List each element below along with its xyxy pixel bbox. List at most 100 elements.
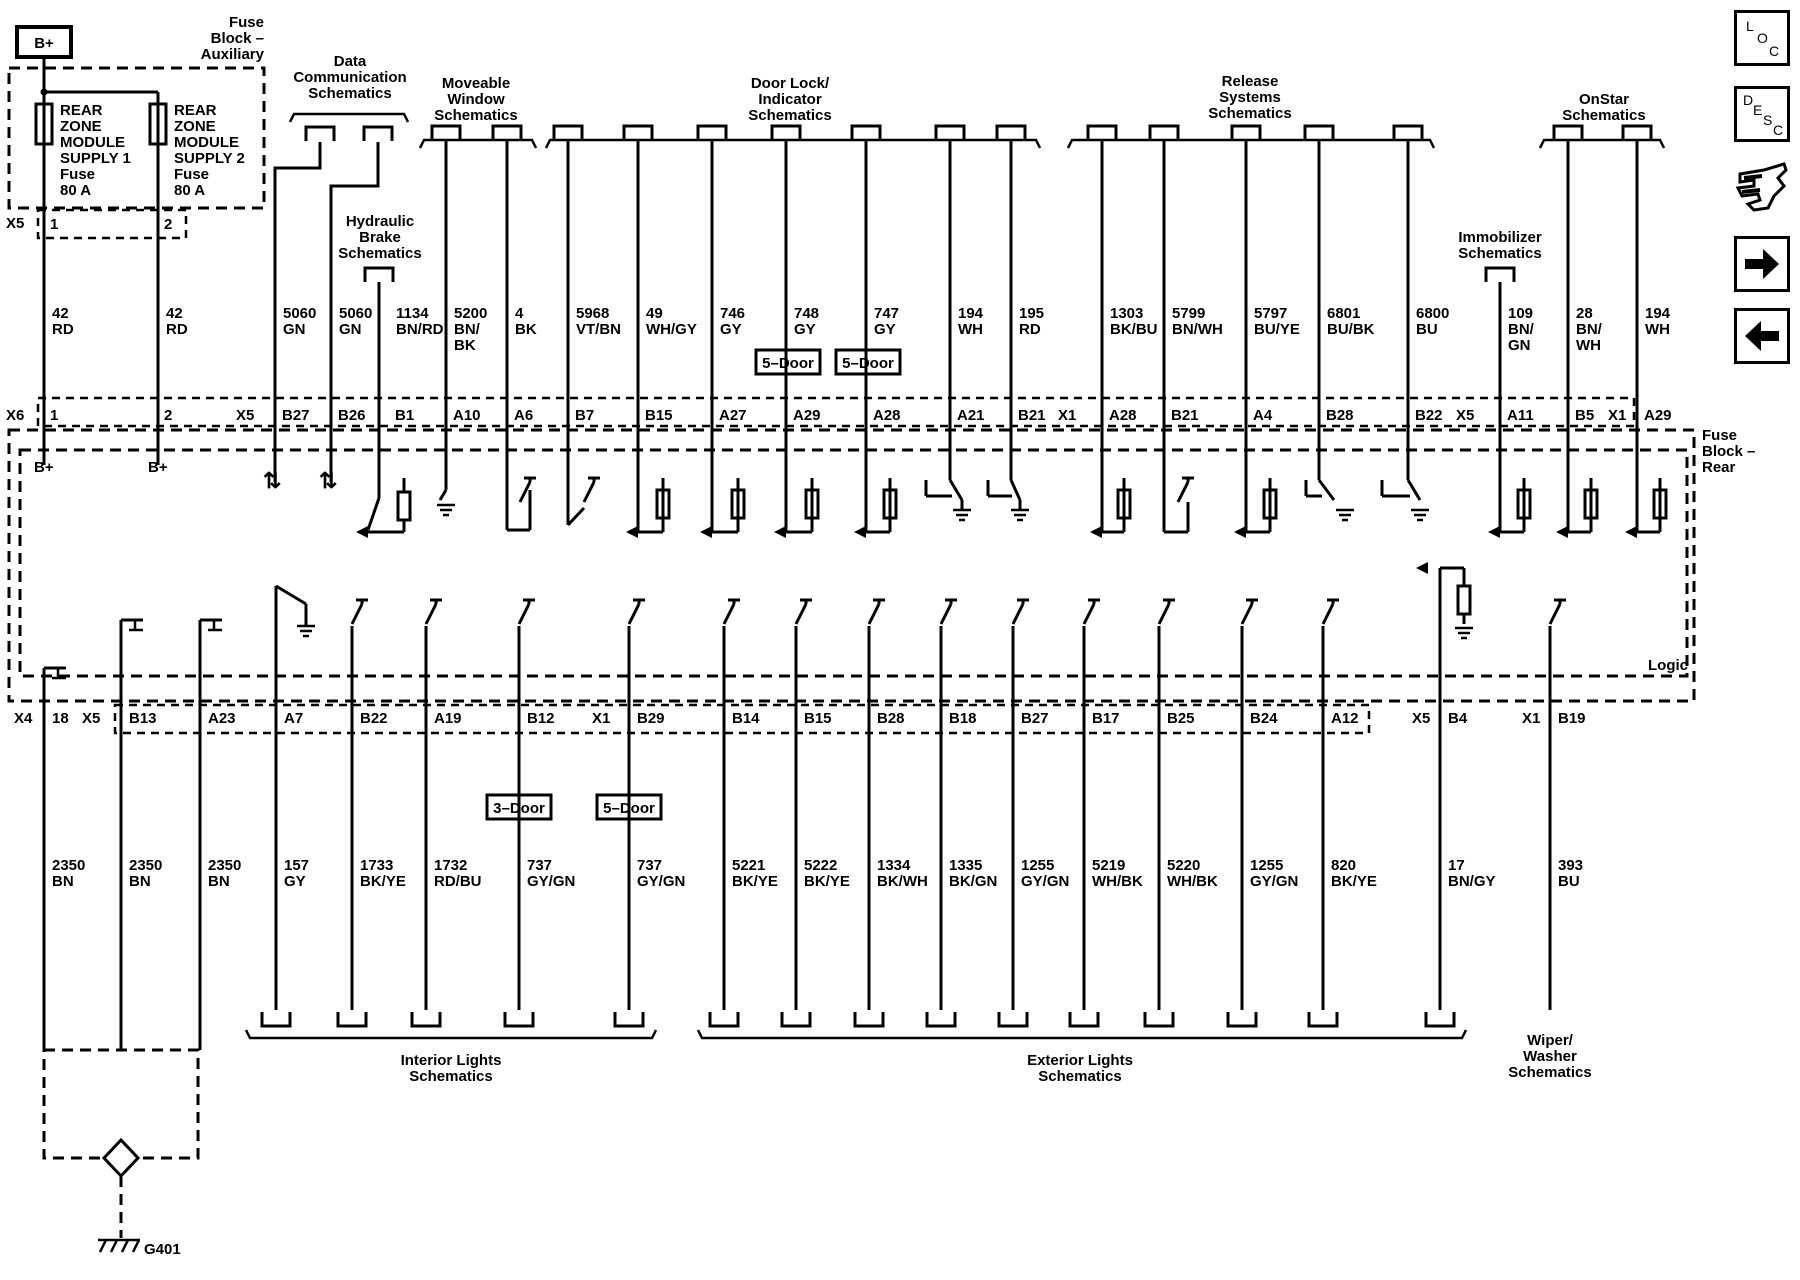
- wire-label: 2350: [208, 857, 241, 874]
- group-label: Schematics: [409, 1068, 492, 1085]
- desc-button[interactable]: D E S C: [1734, 86, 1790, 142]
- wire-label: GY: [720, 321, 742, 338]
- group-label: Moveable: [442, 75, 510, 92]
- group-label: Schematics: [338, 245, 421, 262]
- pin-label: B1: [395, 407, 414, 424]
- switch-icon: [582, 476, 600, 503]
- connector-terminal-icon: [336, 1012, 368, 1028]
- option-box: 5–Door: [754, 348, 822, 376]
- wire-label: 5060: [283, 305, 316, 322]
- svg-text:Fuse: Fuse: [60, 166, 95, 183]
- connector-terminal-icon: [850, 124, 882, 140]
- group-brace: [1066, 138, 1436, 149]
- svg-text:SUPPLY 1: SUPPLY 1: [60, 150, 131, 167]
- pin-label: 18: [52, 710, 69, 727]
- svg-text:Block –: Block –: [211, 30, 264, 47]
- wire-label: 1733: [360, 857, 393, 874]
- connector-view-button[interactable]: [1734, 160, 1790, 216]
- connector-terminal-icon: [622, 124, 654, 140]
- wire-label: 194: [958, 305, 984, 322]
- connector-terminal-icon: [1143, 1012, 1175, 1028]
- pin-label: A29: [1644, 407, 1672, 424]
- wire-label: RD: [52, 321, 74, 338]
- wire-label: BK: [515, 321, 537, 338]
- bplus-pin-label: B+: [34, 459, 54, 476]
- pin-label: B21: [1018, 407, 1046, 424]
- arrow-left-icon: [1090, 526, 1102, 538]
- connector-terminal-icon: [304, 125, 336, 141]
- wire-label: BN/GY: [1448, 873, 1496, 890]
- svg-text:80 A: 80 A: [60, 182, 91, 199]
- wire-label: 2350: [129, 857, 162, 874]
- previous-button[interactable]: [1734, 308, 1790, 364]
- wire-label: BN: [52, 873, 74, 890]
- switch-icon: [1011, 598, 1029, 625]
- arrow-right-icon: [1745, 249, 1779, 279]
- group-label: Wiper/: [1527, 1032, 1574, 1049]
- connector-label: X5: [6, 215, 24, 232]
- bottom-circuits: 182350BNB132350BNA232350BNA7157GYB221733…: [42, 562, 1586, 1050]
- arrow-left-icon: [1416, 562, 1428, 574]
- group-label: Schematics: [1562, 107, 1645, 124]
- wire-label: BK/YE: [732, 873, 778, 890]
- wire-label: 1335: [949, 857, 982, 874]
- pin-label: A23: [208, 710, 236, 727]
- connector-terminal-icon: [491, 124, 523, 140]
- wire-label: VT/BN: [576, 321, 621, 338]
- desc-letter: E: [1753, 102, 1763, 118]
- connector-terminal-icon: [363, 266, 395, 282]
- wire-label: 748: [794, 305, 819, 322]
- bplus-label: B+: [34, 35, 54, 52]
- group-label: OnStar: [1579, 91, 1629, 108]
- wire-label: RD: [1019, 321, 1041, 338]
- wire-label: 4: [515, 305, 524, 322]
- connector-terminal-icon: [430, 124, 462, 140]
- ground-splice-outline: [42, 1048, 200, 1160]
- loc-button[interactable]: L O C: [1734, 10, 1790, 66]
- group-label: Data: [334, 53, 367, 70]
- wire-label: 5221: [732, 857, 765, 874]
- wire-label: WH/GY: [646, 321, 697, 338]
- pin-label: B15: [804, 710, 832, 727]
- resistor-icon: [1456, 584, 1472, 616]
- wire-label: BN/: [1576, 321, 1603, 338]
- wire-label: WH: [1576, 337, 1601, 354]
- connector-terminal-icon: [853, 1012, 885, 1028]
- switch-icon: [867, 598, 885, 625]
- wire-label: GY/GN: [527, 873, 575, 890]
- wire-label: BK/GN: [949, 873, 997, 890]
- pin-label: B22: [360, 710, 388, 727]
- wire-label: 5968: [576, 305, 609, 322]
- pin-label: B19: [1558, 710, 1586, 727]
- fuse-1-label: REAR ZONE MODULE SUPPLY 1 Fuse 80 A: [60, 102, 131, 199]
- pin-label: A4: [1253, 407, 1273, 424]
- wire-label: GN: [283, 321, 306, 338]
- wire-label: BK/YE: [360, 873, 406, 890]
- group-brace: [544, 138, 1042, 149]
- wire-label: BU/YE: [1254, 321, 1300, 338]
- fuse-block-auxiliary-outline: [7, 66, 266, 210]
- switch-icon: [1082, 598, 1100, 625]
- pin-label: B17: [1092, 710, 1120, 727]
- svg-text:ZONE: ZONE: [174, 118, 216, 135]
- pin-label: B18: [949, 710, 977, 727]
- wire-label: BN/: [454, 321, 481, 338]
- wire-label: 747: [874, 305, 899, 322]
- bplus-pin-label: B+: [148, 459, 168, 476]
- pin-label: 2: [164, 216, 172, 233]
- next-button[interactable]: [1734, 236, 1790, 292]
- wire-label: 746: [720, 305, 745, 322]
- pin-label: B22: [1415, 407, 1443, 424]
